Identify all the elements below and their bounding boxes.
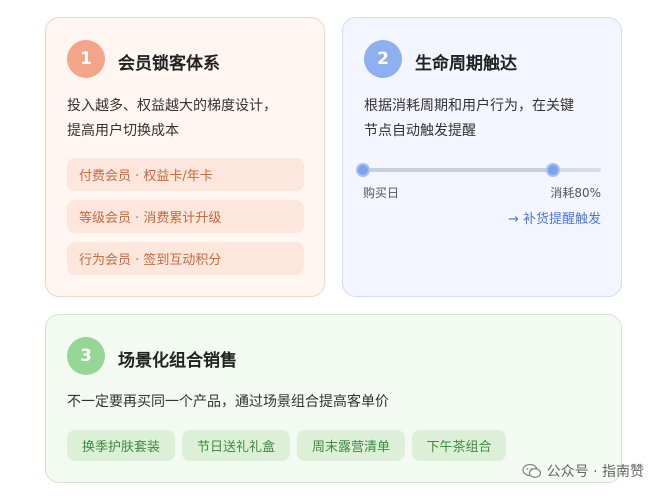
timeline-start-dot <box>356 163 370 177</box>
desc-line: 投入越多、权益越大的梯度设计， <box>67 98 277 114</box>
wechat-icon <box>521 463 541 478</box>
step-number-badge: 1 <box>67 40 105 78</box>
desc-line: 根据消耗周期和用户行为，在关键 <box>364 98 574 114</box>
desc-line: 不一定要再买同一个产品，通过场景组合提高客单价 <box>67 394 389 410</box>
card-description: 不一定要再买同一个产品，通过场景组合提高客单价 <box>67 390 587 415</box>
card-description: 根据消耗周期和用户行为，在关键 节点自动触发提醒 <box>364 94 614 144</box>
chip-holiday-gift: 节日送礼礼盒 <box>182 430 290 461</box>
watermark-text: 公众号 · 指南赞 <box>546 464 644 480</box>
timeline-start-label: 购买日 <box>363 186 400 200</box>
desc-line: 节点自动触发提醒 <box>364 123 476 139</box>
watermark: 公众号 · 指南赞 <box>521 461 644 481</box>
tag-level-member: 等级会员 · 消费累计升级 <box>67 200 304 233</box>
timeline-progress-fill <box>363 168 553 172</box>
card-member-lock: 1 会员锁客体系 投入越多、权益越大的梯度设计， 提高用户切换成本 付费会员 ·… <box>45 17 325 297</box>
chip-season-skincare: 换季护肤套装 <box>67 430 175 461</box>
timeline-end-label: 消耗80% <box>550 186 601 200</box>
card-title: 生命周期触达 <box>415 54 517 74</box>
timeline-trigger-dot <box>546 163 560 177</box>
restock-trigger-text: → 补货提醒触发 <box>507 212 601 227</box>
step-number-badge: 2 <box>364 40 402 78</box>
chip-weekend-camping: 周末露营清单 <box>297 430 405 461</box>
desc-line: 提高用户切换成本 <box>67 123 179 139</box>
card-description: 投入越多、权益越大的梯度设计， 提高用户切换成本 <box>67 94 317 144</box>
lifecycle-timeline <box>356 163 601 177</box>
card-scenario-bundle: 3 场景化组合销售 不一定要再买同一个产品，通过场景组合提高客单价 换季护肤套装… <box>45 314 622 483</box>
card-lifecycle: 2 生命周期触达 根据消耗周期和用户行为，在关键 节点自动触发提醒 购买日 消耗… <box>342 17 622 297</box>
tag-paid-member: 付费会员 · 权益卡/年卡 <box>67 158 304 191</box>
step-number-badge: 3 <box>67 337 105 375</box>
card-title: 会员锁客体系 <box>118 54 220 74</box>
card-title: 场景化组合销售 <box>118 351 237 371</box>
chip-afternoon-tea: 下午茶组合 <box>412 430 506 461</box>
tag-behavior-member: 行为会员 · 签到互动积分 <box>67 242 304 275</box>
